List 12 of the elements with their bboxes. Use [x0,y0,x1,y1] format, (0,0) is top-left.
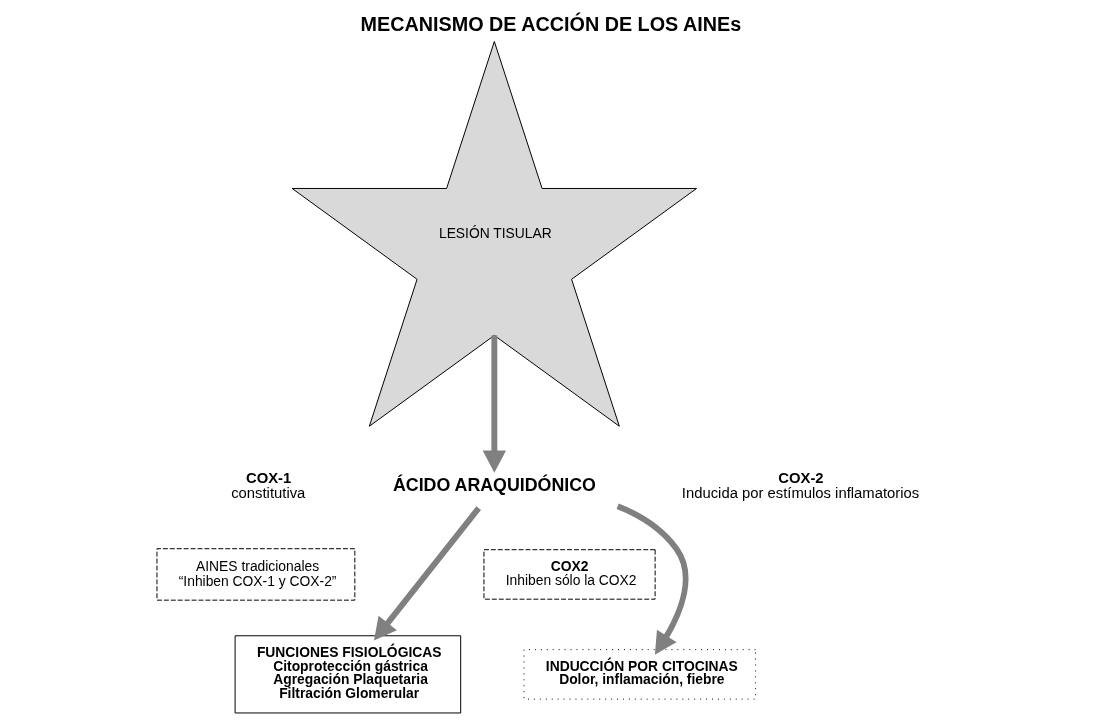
node-box: AINES tradicionales “Inhiben COX-1 y COX-2” [156,548,356,601]
arrow [616,503,689,655]
node-text: ÁCIDO ARAQUIDÓNICO [392,474,596,495]
node-box: COX2 Inhiben sólo la COX2 [483,549,656,600]
node-box: FUNCIONES FISIOLÓGICAS Citoprotección gástrica Agregación Plaquetaria Filtración Glomerular [234,635,462,714]
arrow [373,506,481,641]
label: Inducida por estímulos inflamatorios [681,485,920,502]
label: constitutiva [231,485,306,502]
diagram-title: MECANISMO DE ACCIÓN DE LOS AINEs [360,12,742,35]
label: COX-1 [246,470,292,487]
node-box: INDUCCIÓN POR CITOCINAS Dolor, inflamación, fiebre [523,649,757,700]
label: COX-2 [778,470,824,487]
